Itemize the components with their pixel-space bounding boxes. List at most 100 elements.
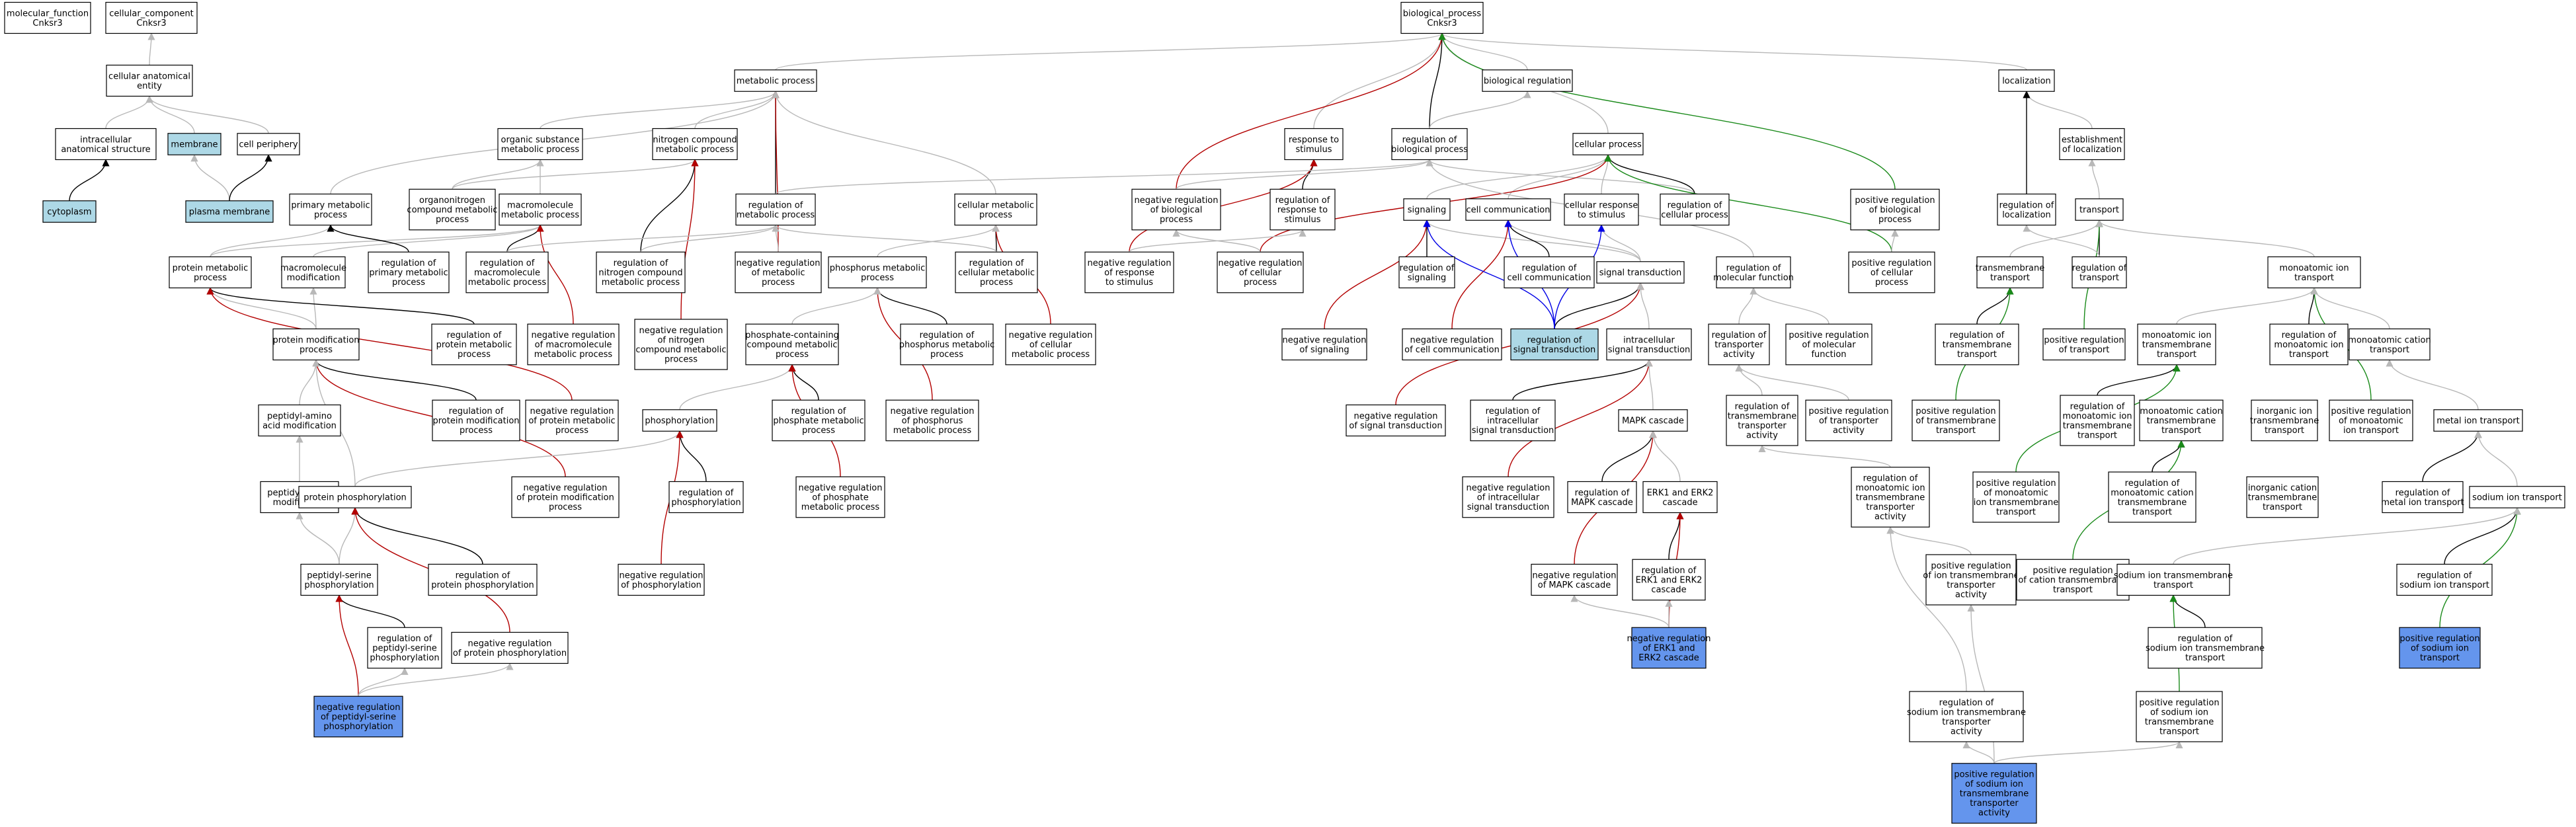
go-term-node-st[interactable]: signal transduction [1596, 261, 1685, 284]
go-term-node-loc[interactable]: localization [1998, 69, 2055, 92]
go-term-node-metab[interactable]: metabolic process [734, 69, 817, 92]
go-term-node-cyto[interactable]: cytoplasm [42, 200, 97, 223]
go-term-node-cper[interactable]: cell periphery [237, 133, 300, 155]
go-term-node-mapk[interactable]: MAPK cascade [1618, 409, 1688, 432]
go-term-node-pphos[interactable]: protein phosphorylation [298, 486, 412, 508]
go-term-node-sig[interactable]: signaling [1403, 198, 1451, 221]
go-term-node-ccomm[interactable]: cell communication [1465, 198, 1551, 221]
go-term-node-phos[interactable]: phosphorylation [642, 409, 717, 432]
go-term-node-mem[interactable]: membrane [167, 133, 221, 155]
go-term-node-cp[interactable]: cellular process [1572, 133, 1644, 155]
go-term-node-mit2[interactable]: metal ion transport [2433, 409, 2523, 432]
go-term-node-trans[interactable]: transport [2075, 198, 2124, 221]
go-term-node-breg[interactable]: biological regulation [1482, 69, 1573, 92]
go-term-node-pm[interactable]: plasma membrane [185, 200, 274, 223]
